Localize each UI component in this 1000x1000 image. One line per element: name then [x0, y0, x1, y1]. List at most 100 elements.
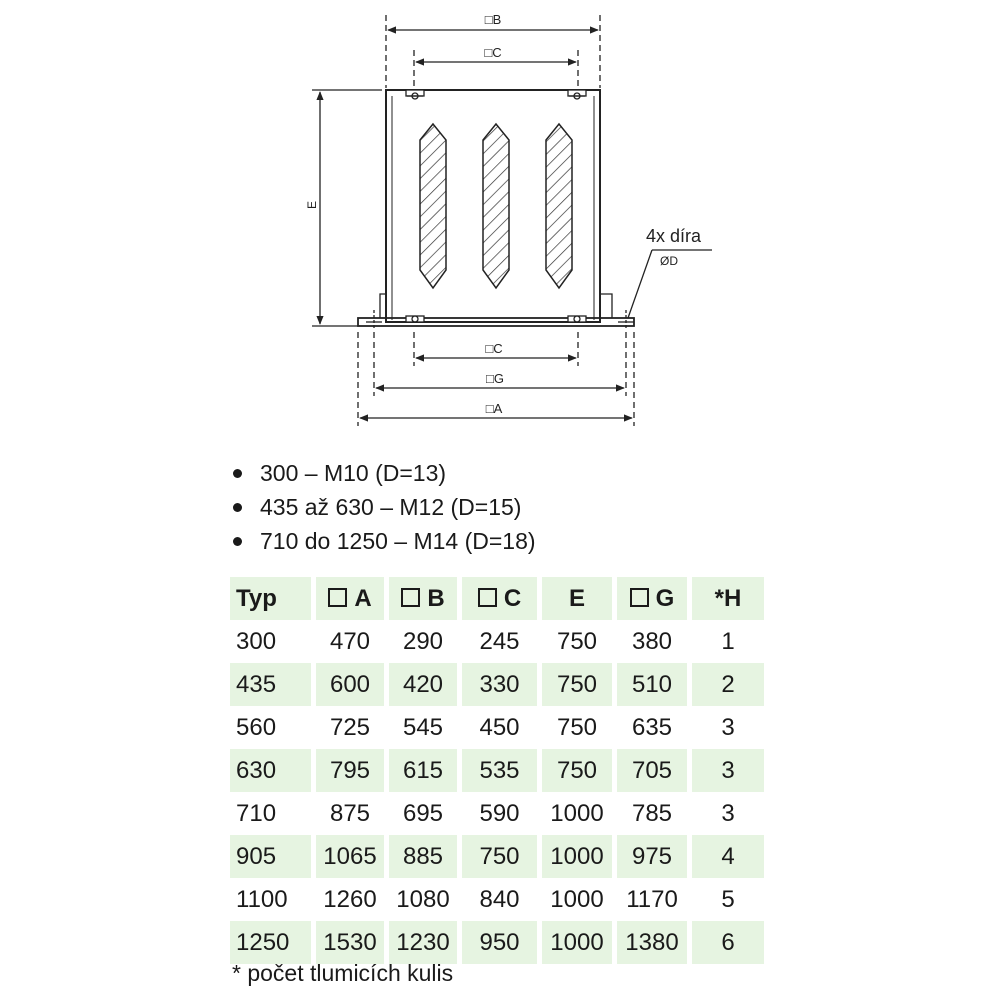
- cell-g: 510: [617, 663, 687, 706]
- cell-h: 1: [721, 627, 735, 655]
- header-a-label: A: [354, 584, 372, 612]
- cell-h: 3: [721, 713, 735, 741]
- cell-c: 590: [479, 799, 520, 827]
- square-icon: [328, 587, 348, 607]
- header-g-label: G: [655, 584, 675, 612]
- technical-drawing: □B □C E □C □G □A 4x díra ØD: [305, 12, 712, 426]
- cell-c: 245: [479, 627, 520, 655]
- baffle-1: [419, 122, 447, 290]
- label-c-top: □C: [484, 45, 501, 60]
- cell-a: 600: [316, 663, 384, 706]
- cell-a: 875: [329, 799, 371, 827]
- bullet-icon: [233, 469, 242, 478]
- label-a-bottom: □A: [486, 401, 503, 416]
- bolt-spec-text: 300 – M10 (D=13): [260, 460, 447, 486]
- bolt-spec-text: 435 až 630 – M12 (D=15): [260, 494, 522, 520]
- cell-typ: 300: [236, 627, 277, 655]
- cell-e: 750: [556, 713, 598, 741]
- bolt-spec-list: 300 – M10 (D=13) 435 až 630 – M12 (D=15)…: [228, 456, 536, 558]
- bolt-spec-item: 300 – M10 (D=13): [228, 456, 536, 490]
- cell-c: 840: [479, 885, 520, 913]
- table-row: 560 725 545 450 750 635 3: [230, 706, 764, 749]
- top-bolt-right: [567, 89, 587, 100]
- cell-e: 750: [542, 663, 612, 706]
- cell-c: 950: [462, 921, 537, 964]
- cell-b: 545: [402, 713, 444, 741]
- cell-typ: 1250: [230, 921, 311, 964]
- cell-h: 3: [692, 749, 764, 792]
- label-b-top: □B: [485, 12, 502, 27]
- cell-h: 4: [692, 835, 764, 878]
- cell-h: 5: [721, 885, 735, 913]
- bolt-spec-text: 710 do 1250 – M14 (D=18): [260, 528, 536, 554]
- cell-g: 705: [617, 749, 687, 792]
- bottom-bolt-left: [405, 315, 425, 323]
- bolt-spec-item: 710 do 1250 – M14 (D=18): [228, 524, 536, 558]
- cell-e: 750: [542, 749, 612, 792]
- cell-g: 635: [631, 713, 673, 741]
- header-c-label: C: [503, 584, 522, 612]
- table-row: 1250 1530 1230 950 1000 1380 6: [230, 921, 764, 964]
- label-c-bottom: □C: [485, 341, 502, 356]
- cell-e: 1000: [550, 885, 604, 913]
- cell-c: 330: [462, 663, 537, 706]
- header-c: C: [462, 577, 537, 620]
- cell-a: 1530: [316, 921, 384, 964]
- header-typ: Typ: [230, 577, 311, 620]
- cell-e: 1000: [542, 835, 612, 878]
- cell-b: 1080: [396, 885, 450, 913]
- label-g-bottom: □G: [486, 371, 504, 386]
- cell-g: 1380: [617, 921, 687, 964]
- table-row: 1100 1260 1080 840 1000 1170 5: [230, 878, 764, 921]
- label-e-side: E: [305, 201, 319, 209]
- cell-h: 6: [692, 921, 764, 964]
- cell-a: 725: [329, 713, 371, 741]
- cell-typ: 905: [230, 835, 311, 878]
- cell-b: 1230: [389, 921, 457, 964]
- bullet-icon: [233, 503, 242, 512]
- header-b-label: B: [427, 584, 445, 612]
- cell-g: 785: [631, 799, 673, 827]
- label-hole-diameter: ØD: [660, 254, 678, 268]
- cell-g: 975: [617, 835, 687, 878]
- hole-leader: [627, 249, 653, 319]
- cell-e: 1000: [550, 799, 604, 827]
- header-e: E: [542, 577, 612, 620]
- cell-g: 380: [631, 627, 673, 655]
- cell-h: 2: [692, 663, 764, 706]
- header-g: G: [617, 577, 687, 620]
- header-a: A: [316, 577, 384, 620]
- cell-c: 535: [462, 749, 537, 792]
- cell-a: 795: [316, 749, 384, 792]
- dimension-table: Typ A B C E G *H 300 470 290 245 750 380…: [225, 577, 769, 964]
- cell-typ: 630: [230, 749, 311, 792]
- bolt-spec-item: 435 až 630 – M12 (D=15): [228, 490, 536, 524]
- cell-h: 3: [721, 799, 735, 827]
- label-hole: 4x díra: [646, 226, 702, 246]
- bottom-bolt-right: [567, 315, 587, 323]
- cell-e: 1000: [542, 921, 612, 964]
- cell-a: 1065: [316, 835, 384, 878]
- table-row: 630 795 615 535 750 705 3: [230, 749, 764, 792]
- cell-e: 750: [556, 627, 598, 655]
- baffle-2: [482, 122, 510, 290]
- cell-g: 1170: [626, 885, 678, 913]
- cell-typ: 1100: [236, 885, 288, 913]
- header-h: *H: [692, 577, 764, 620]
- square-icon: [401, 587, 421, 607]
- cell-typ: 560: [236, 713, 277, 741]
- bullet-icon: [233, 537, 242, 546]
- table-row: 300 470 290 245 750 380 1: [230, 620, 764, 663]
- cell-typ: 435: [230, 663, 311, 706]
- cell-b: 420: [389, 663, 457, 706]
- cell-b: 290: [402, 627, 444, 655]
- cell-a: 1260: [323, 885, 377, 913]
- table-row: 710 875 695 590 1000 785 3: [230, 792, 764, 835]
- table-row: 435 600 420 330 750 510 2: [230, 663, 764, 706]
- cell-b: 885: [389, 835, 457, 878]
- cell-b: 695: [402, 799, 444, 827]
- cell-c: 450: [479, 713, 520, 741]
- footnote: * počet tlumicích kulis: [232, 960, 454, 986]
- cell-b: 615: [389, 749, 457, 792]
- table-header-row: Typ A B C E G *H: [230, 577, 764, 620]
